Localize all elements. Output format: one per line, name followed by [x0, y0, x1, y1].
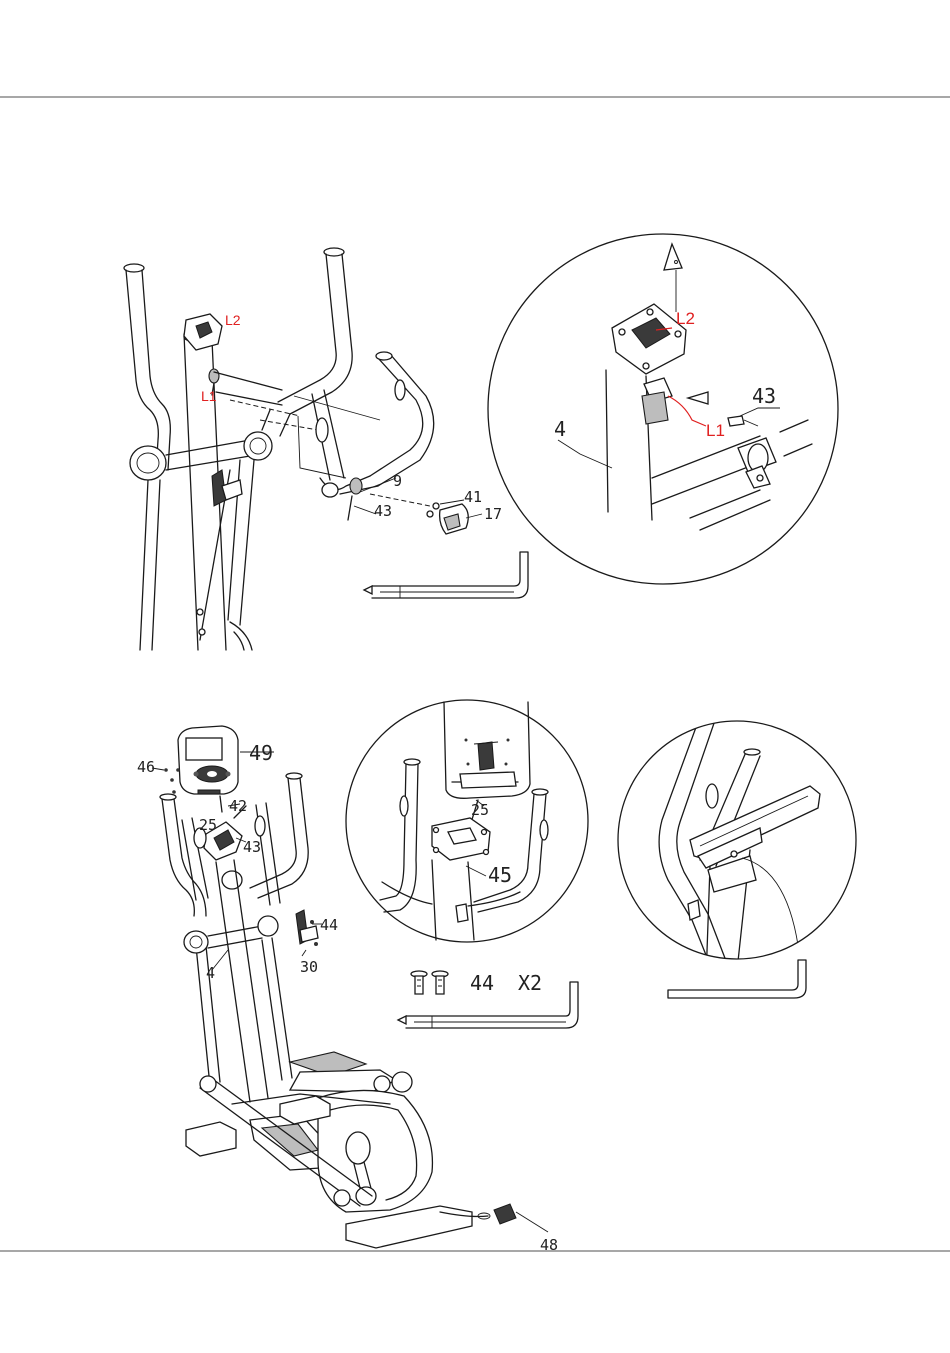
bolt-icon	[411, 971, 427, 994]
allen-key-right	[668, 960, 806, 998]
label-part-43-bottom: 43	[243, 838, 261, 856]
detail-circle-console-fix	[618, 700, 856, 980]
label-part-46: 46	[137, 758, 155, 776]
label-part-48: 48	[540, 1236, 558, 1254]
label-part-42: 42	[229, 797, 247, 815]
label-l1: L1	[201, 388, 217, 404]
allen-key-top	[364, 552, 528, 598]
label-part-4-bottom: 4	[206, 964, 215, 982]
bolt-icon	[432, 971, 448, 994]
label-part-44: 44	[320, 916, 338, 934]
label-part-9: 9	[393, 472, 402, 490]
detail-label-l1: L1	[706, 421, 725, 440]
top-left-assembly: L2 L1 9 43 41 17	[124, 248, 502, 650]
hardware-callout: 44 X2	[411, 971, 542, 995]
detail-circle-top: L2 L1 43 4	[488, 234, 838, 584]
detail-label-43: 43	[752, 384, 776, 408]
detail-label-l2: L2	[676, 309, 695, 328]
label-part-25: 25	[199, 816, 217, 834]
hardware-quantity: X2	[518, 971, 542, 995]
label-part-49: 49	[249, 741, 273, 765]
detail-circle-console-mount: 25 45	[346, 700, 588, 942]
label-l2: L2	[225, 312, 241, 328]
label-part-30: 30	[300, 958, 318, 976]
detail-label-25: 25	[471, 801, 489, 819]
label-part-17: 17	[484, 505, 502, 523]
label-part-41: 41	[464, 488, 482, 506]
detail-label-45: 45	[488, 863, 512, 887]
detail-label-4: 4	[554, 417, 566, 441]
label-part-43: 43	[374, 502, 392, 520]
hardware-part-number: 44	[470, 971, 494, 995]
